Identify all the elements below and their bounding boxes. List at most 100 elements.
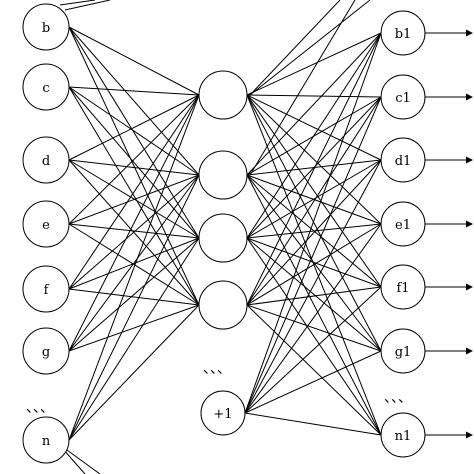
input-node-n-label: n: [42, 434, 51, 449]
hidden-node-4-circle: [198, 280, 248, 330]
edge-input-5-hidden-1: [68, 174, 200, 352]
hidden-node-1: [198, 70, 248, 120]
edge-hidden-0-output-1: [246, 94, 382, 98]
edge-hidden-2-output-6: [246, 237, 382, 436]
output-node-e1: e1: [380, 201, 426, 247]
input-node-f-label: f: [44, 283, 50, 298]
hidden-node-4: [198, 280, 248, 330]
edge-hidden-3-output-1: [246, 96, 382, 306]
edge-input-5-hidden-3: [68, 304, 200, 352]
edge-input-0-hidden-3: [68, 26, 200, 306]
output-node-c1-label: c1: [395, 91, 411, 106]
edge-hidden-2-output-3: [246, 223, 382, 239]
output-node-b1-label: b1: [395, 27, 412, 42]
hidden-node-3-circle: [198, 213, 248, 263]
edge-input-6-hidden-2: [68, 237, 200, 441]
output-arrows: [425, 29, 473, 439]
output-node-g1: g1: [380, 328, 426, 374]
edge-input-6-hidden-1: [68, 174, 200, 441]
hidden-node-2: [198, 150, 248, 200]
input-node-c-label: c: [42, 81, 49, 96]
output-node-n1-label: n1: [395, 429, 412, 444]
edge-input-1-hidden-2: [68, 86, 200, 239]
edge-input-3-hidden-0: [68, 94, 200, 225]
edge-hidden-2-output-0: [246, 32, 382, 239]
output-node-e1-label: e1: [395, 218, 411, 233]
input-node-f: f: [22, 265, 70, 313]
edge-hidden-0-output-0: [246, 32, 382, 96]
output-node-g1-label: g1: [395, 345, 412, 360]
edge-hidden-3-output-0: [246, 32, 382, 306]
edge-input-3-hidden-3: [68, 223, 200, 306]
edge-input-3-hidden-1: [68, 174, 200, 225]
edge-input-0-hidden-1: [68, 26, 200, 176]
input-node-g-label: g: [42, 345, 50, 360]
output-node-b1: b1: [380, 10, 426, 56]
edge-top-2: [249, 0, 371, 96]
edge-input-4-hidden-1: [68, 174, 200, 290]
edge-input-0-hidden-2: [68, 26, 200, 239]
edge-bias-output-3: [244, 223, 382, 414]
edge-offscreen-0: [59, 0, 96, 6]
edge-input-5-hidden-2: [68, 237, 200, 352]
input-node-n: n: [22, 416, 70, 464]
input-node-e: e: [22, 200, 70, 248]
edge-input-2-hidden-0: [68, 94, 200, 161]
bias-node: +1: [200, 390, 246, 436]
edge-hidden-1-output-6: [246, 174, 382, 436]
edge-bias-output-6: [244, 412, 382, 436]
edge-input-0-hidden-0: [68, 26, 200, 96]
edge-bias-output-4: [244, 286, 382, 414]
output-node-c1-circle: [380, 74, 426, 120]
edge-hidden-2-output-2: [246, 159, 382, 239]
output-node-d1-circle: [380, 137, 426, 183]
output-node-c1: c1: [380, 74, 426, 120]
input-node-c-circle: [22, 63, 70, 111]
edge-hidden-2-output-4: [246, 237, 382, 288]
edge-top-1: [249, 0, 356, 176]
edge-input-4-hidden-0: [68, 94, 200, 290]
edge-bias-output-2: [244, 159, 382, 414]
input-node-d-label: d: [42, 154, 50, 169]
hidden-node-3: [198, 213, 248, 263]
input-node-f-circle: [22, 265, 70, 313]
connection-lines: [54, 0, 382, 474]
edge-input-1-hidden-1: [68, 86, 200, 176]
edge-input-1-hidden-0: [68, 86, 200, 96]
edge-bias-output-0: [244, 32, 382, 414]
edge-hidden-3-output-5: [246, 304, 382, 352]
output-node-d1: d1: [380, 137, 426, 183]
edge-hidden-0-output-4: [246, 94, 382, 288]
edge-offscreen-1: [64, 0, 111, 11]
hidden-ellipsis: 、、、: [203, 361, 231, 377]
edge-hidden-0-output-3: [246, 94, 382, 225]
hidden-node-2-circle: [198, 150, 248, 200]
input-node-b-circle: [22, 3, 70, 51]
input-node-e-circle: [22, 200, 70, 248]
output-node-n1-circle: [380, 412, 426, 458]
hidden-node-1-circle: [198, 70, 248, 120]
edge-input-4-hidden-3: [68, 288, 200, 306]
edge-hidden-3-output-2: [246, 159, 382, 306]
output-node-f1-circle: [380, 264, 426, 310]
output-ellipsis: 、、、: [384, 390, 412, 406]
edge-hidden-2-output-1: [246, 96, 382, 239]
edge-input-3-hidden-2: [68, 223, 200, 239]
input-node-n-circle: [22, 416, 70, 464]
bias-node-label: +1: [213, 407, 232, 422]
edge-input-2-hidden-1: [68, 159, 200, 176]
input-node-d: d: [22, 136, 70, 184]
input-node-e-label: e: [42, 218, 50, 233]
input-ellipsis: 、、、: [26, 400, 54, 416]
output-node-n1: n1: [380, 412, 426, 458]
edge-hidden-3-output-3: [246, 223, 382, 306]
output-node-b1-circle: [380, 10, 426, 56]
input-node-g-circle: [22, 327, 70, 375]
edge-hidden-2-output-5: [246, 237, 382, 352]
output-node-g1-circle: [380, 328, 426, 374]
input-node-c: c: [22, 63, 70, 111]
input-node-d-circle: [22, 136, 70, 184]
